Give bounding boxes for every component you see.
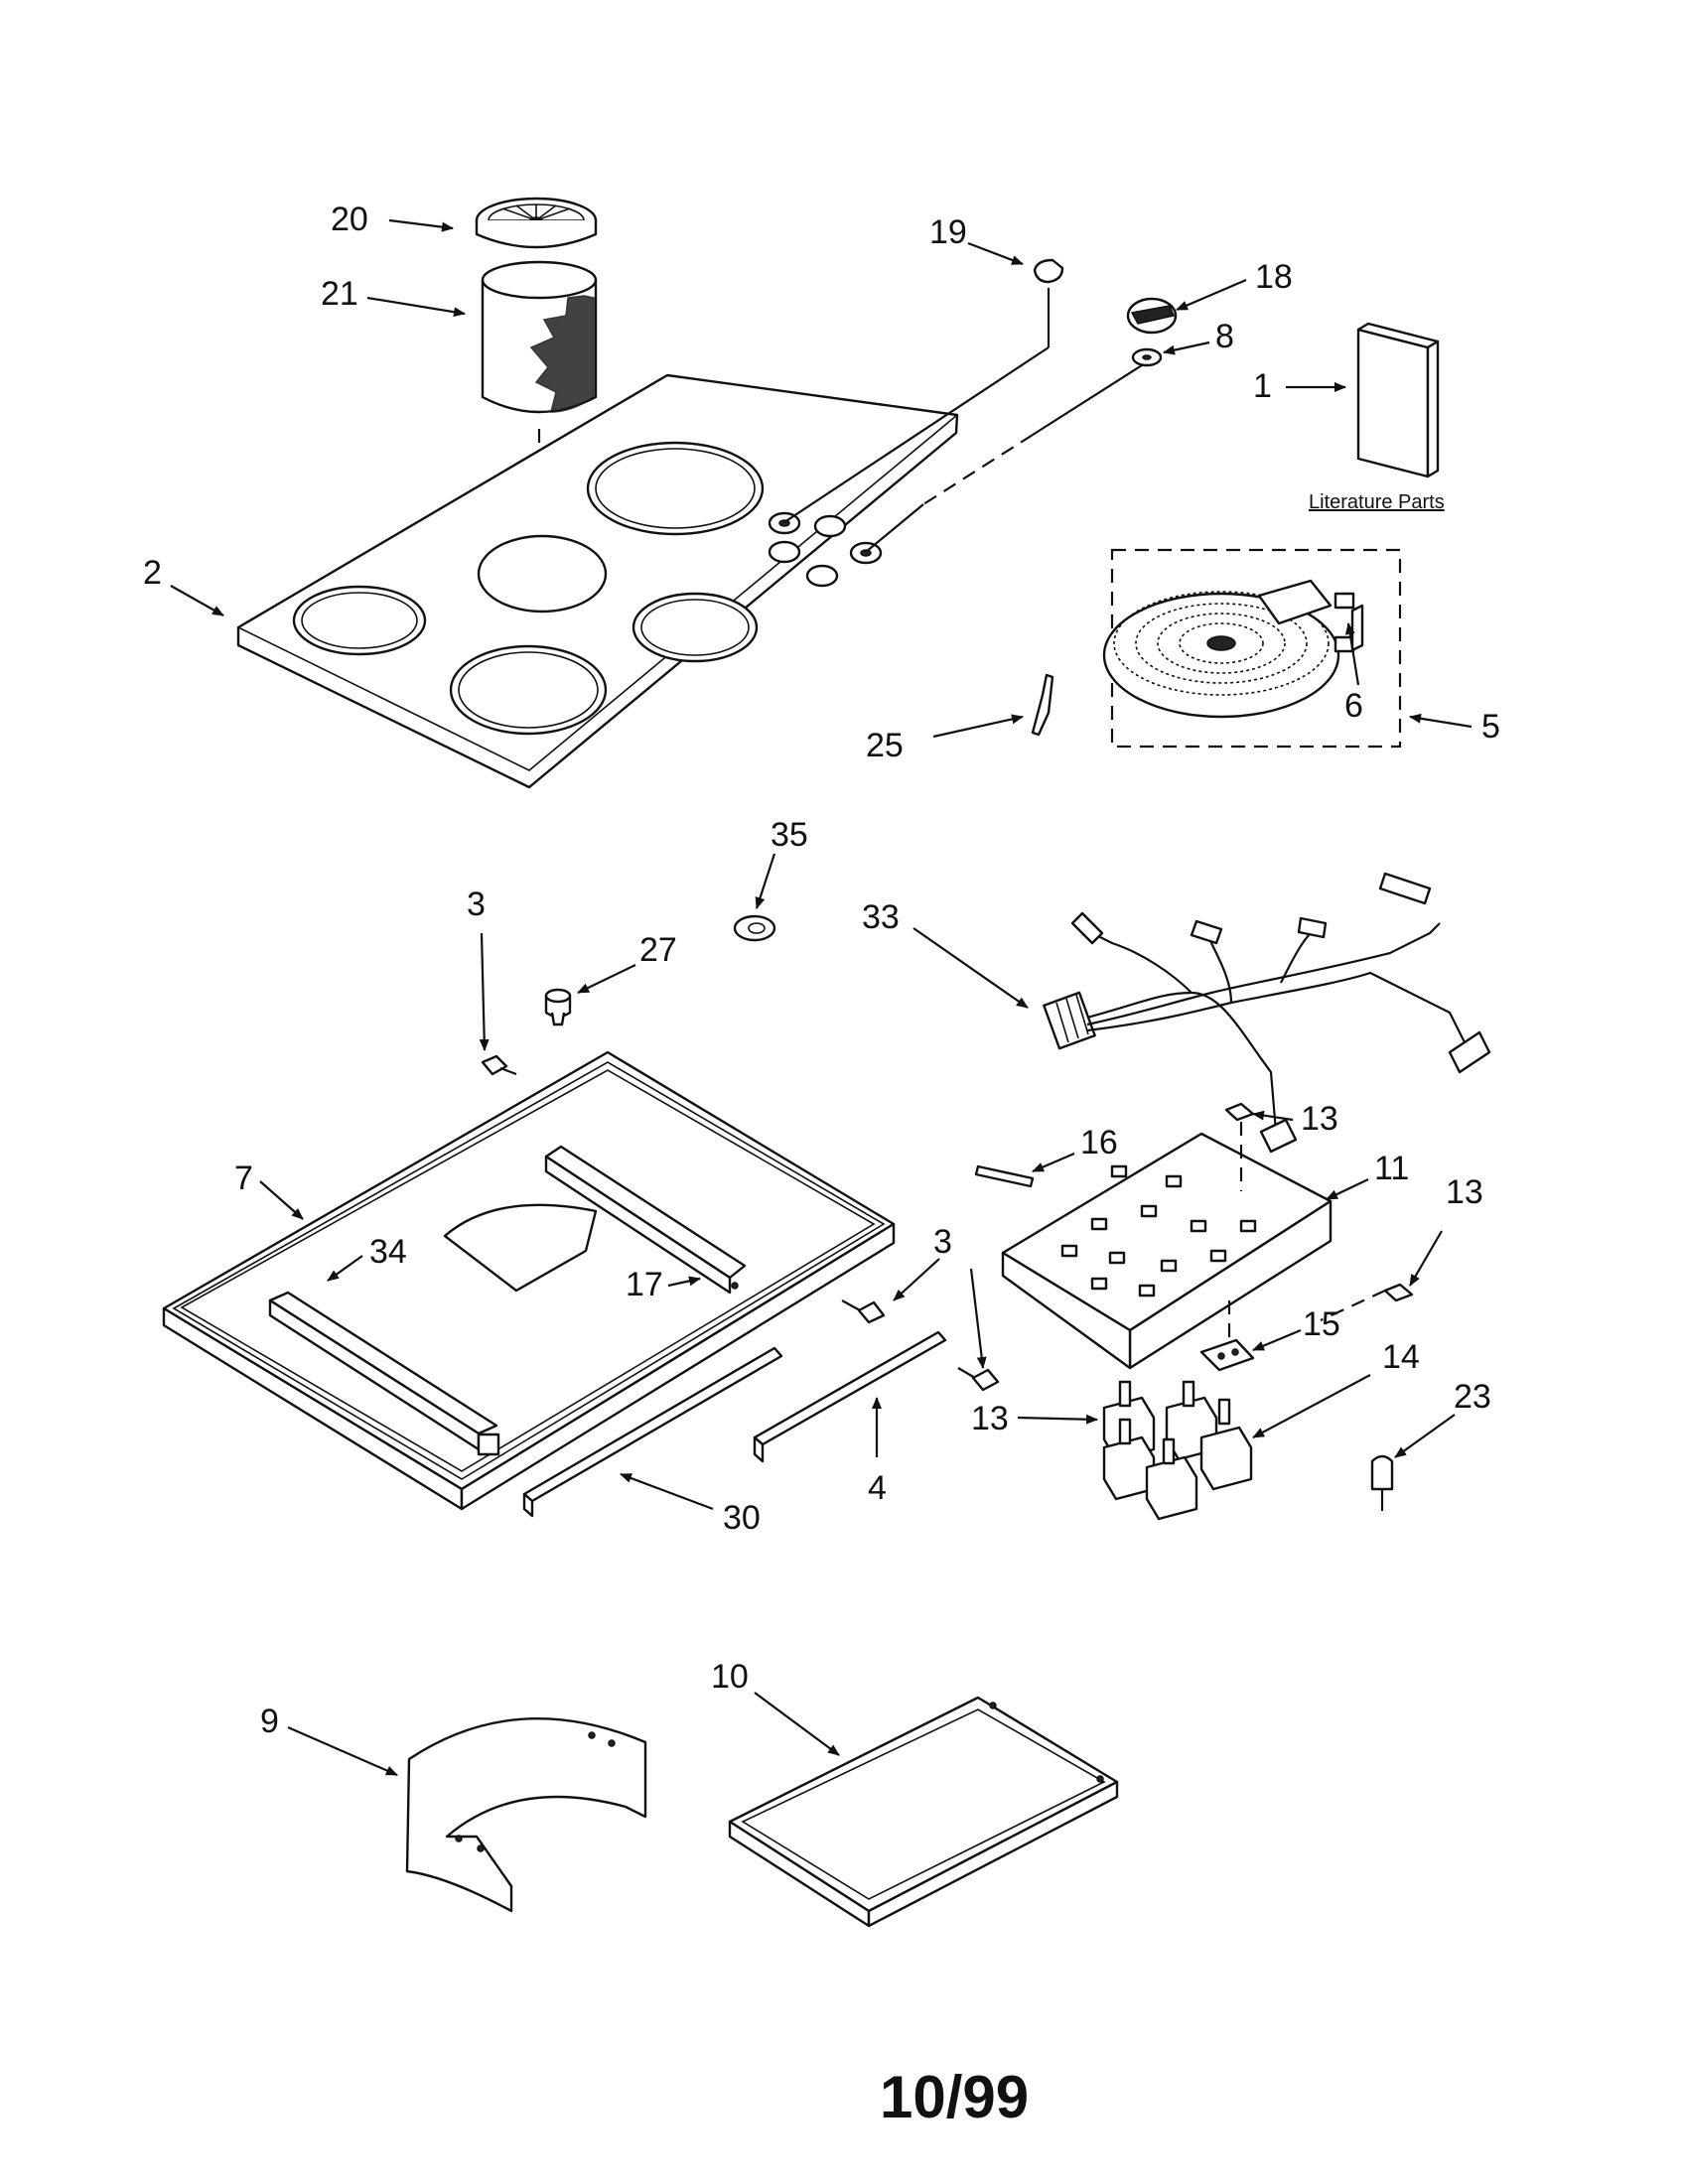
part-25-clip bbox=[1031, 673, 1054, 737]
label-33: 33 bbox=[862, 898, 900, 936]
part-30-trim bbox=[522, 1346, 783, 1518]
part-35-grommet bbox=[733, 914, 776, 942]
label-16: 16 bbox=[1080, 1124, 1118, 1161]
label-13-c: 13 bbox=[971, 1400, 1009, 1437]
label-23: 23 bbox=[1454, 1378, 1491, 1416]
label-34: 34 bbox=[369, 1233, 407, 1271]
part-1-literature bbox=[1356, 322, 1440, 478]
label-17: 17 bbox=[626, 1266, 663, 1303]
label-27: 27 bbox=[639, 931, 677, 969]
label-7: 7 bbox=[234, 1160, 253, 1197]
label-8: 8 bbox=[1215, 318, 1234, 355]
control-knob-seats bbox=[768, 511, 883, 588]
label-18: 18 bbox=[1255, 258, 1293, 296]
part-8-washer bbox=[1131, 347, 1163, 367]
label-6: 6 bbox=[1344, 687, 1363, 725]
label-13-a: 13 bbox=[1301, 1100, 1338, 1138]
part-14-switches bbox=[1102, 1380, 1253, 1521]
part-19-knob-small bbox=[1033, 258, 1064, 284]
label-9: 9 bbox=[260, 1703, 279, 1740]
part-16-strip bbox=[974, 1164, 1035, 1188]
part-20-grate-cover bbox=[475, 197, 598, 249]
part-10-tray bbox=[728, 1696, 1119, 1928]
label-15: 15 bbox=[1303, 1305, 1340, 1343]
label-1: 1 bbox=[1253, 367, 1272, 405]
part-5-surface-element bbox=[1102, 579, 1355, 719]
part-9-shield bbox=[405, 1717, 647, 1913]
label-2: 2 bbox=[143, 554, 162, 592]
label-14: 14 bbox=[1382, 1338, 1420, 1376]
label-10: 10 bbox=[711, 1658, 749, 1696]
part-23-light bbox=[1370, 1454, 1394, 1511]
label-11: 11 bbox=[1374, 1150, 1409, 1187]
label-4: 4 bbox=[868, 1469, 887, 1507]
part-11-switch-box bbox=[1001, 1132, 1333, 1370]
label-35: 35 bbox=[771, 816, 808, 854]
part-7-frame bbox=[162, 1050, 896, 1511]
part-15-bracket bbox=[1199, 1338, 1255, 1372]
literature-parts-label: Literature Parts bbox=[1309, 491, 1445, 513]
switch-box-slots bbox=[1060, 1164, 1257, 1297]
leader-lines bbox=[170, 218, 1473, 1777]
part-3-screw-b bbox=[841, 1299, 886, 1324]
label-19: 19 bbox=[929, 213, 967, 251]
part-2-cooktop bbox=[236, 373, 959, 789]
part-13-screw-side bbox=[1383, 1283, 1414, 1302]
label-3-b: 3 bbox=[933, 1223, 952, 1261]
part-33-wire-harness bbox=[1043, 872, 1491, 1154]
part-21-canister bbox=[481, 260, 598, 414]
part-13-screw-top bbox=[1224, 1102, 1255, 1122]
label-5: 5 bbox=[1481, 708, 1500, 746]
part-18-knob bbox=[1126, 297, 1178, 335]
label-3-a: 3 bbox=[467, 886, 486, 923]
part-27-plug bbox=[544, 988, 572, 1026]
part-34-bracket bbox=[268, 1291, 500, 1456]
label-25: 25 bbox=[866, 727, 904, 764]
label-30: 30 bbox=[723, 1499, 761, 1537]
label-20: 20 bbox=[331, 201, 368, 238]
part-4-trim bbox=[753, 1330, 947, 1463]
part-3-screw-c bbox=[957, 1367, 1000, 1392]
footer-date: 10/99 bbox=[880, 2064, 1029, 2130]
label-13-b: 13 bbox=[1446, 1173, 1483, 1211]
label-21: 21 bbox=[321, 275, 358, 313]
part-3-screw-a bbox=[481, 1054, 517, 1076]
part-6-terminal bbox=[1350, 604, 1364, 652]
part-17-bracket bbox=[544, 1145, 747, 1295]
